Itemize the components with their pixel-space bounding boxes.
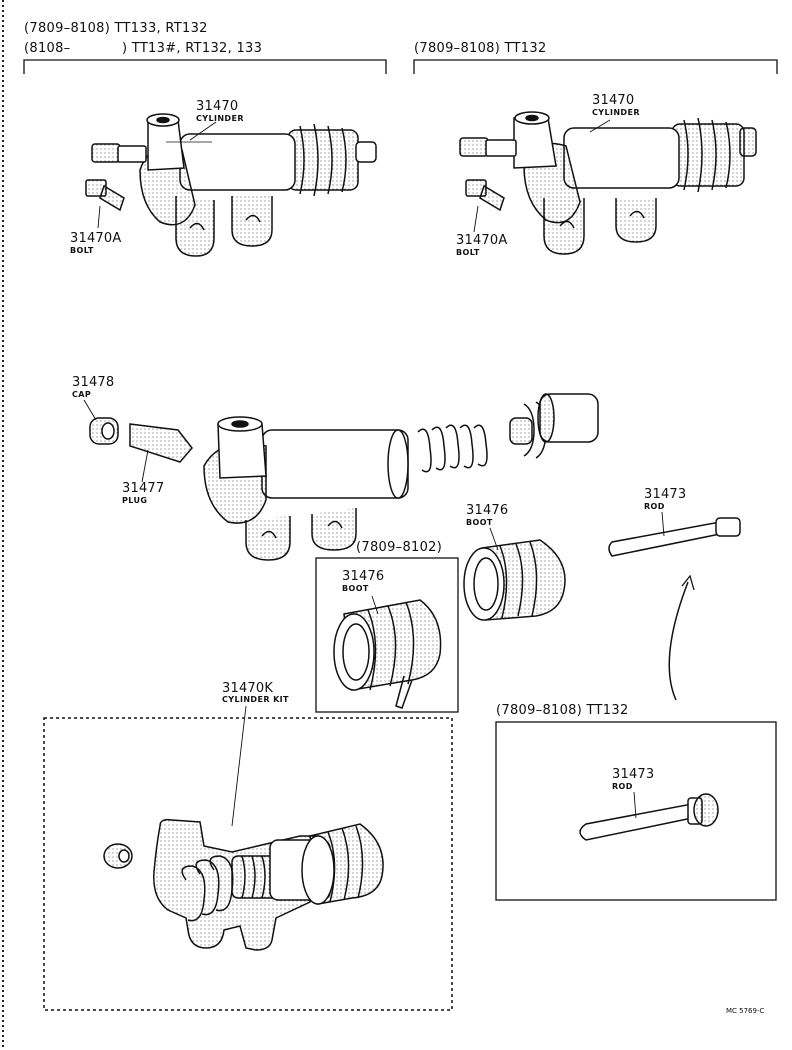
label-boot-main-name: BOOT — [466, 518, 493, 527]
label-bolt-left-name: BOLT — [70, 246, 94, 255]
boot-box-frame — [315, 557, 459, 713]
label-cap-name: CAP — [72, 390, 92, 399]
header-rod-box: (7809–8108) TT132 — [496, 703, 629, 718]
label-boot-main-number: 31476 — [466, 503, 509, 518]
cylinder-kit-frame — [43, 717, 453, 1011]
label-rod-box-number: 31473 — [612, 767, 655, 782]
label-rod-main-number: 31473 — [644, 487, 687, 502]
rod-box-drawing — [579, 793, 719, 841]
boot-box-drawing — [333, 599, 442, 709]
leader-boot-main — [489, 527, 499, 551]
cylinder-right-drawing — [459, 111, 757, 255]
label-cap-number: 31478 — [72, 375, 115, 390]
arrow-rod-head — [681, 574, 695, 591]
label-rod-box-name: ROD — [612, 782, 633, 791]
cylinder-left-drawing — [85, 113, 377, 257]
label-cylinder-left-name: CYLINDER — [196, 114, 244, 123]
leader-rod-main — [661, 511, 665, 537]
label-cylinder-right-number: 31470 — [592, 93, 635, 108]
label-plug-name: PLUG — [122, 496, 148, 505]
header-left-line1: (7809–8108) TT133, RT132 — [24, 21, 208, 36]
header-boot-box: (7809–8102) — [356, 540, 443, 555]
bracket-right — [413, 59, 778, 74]
rod-box-frame — [495, 721, 777, 901]
drawing-code: MC 5769-C — [726, 1007, 765, 1015]
leader-bolt-right — [473, 205, 479, 233]
leader-cylinder-kit — [231, 705, 247, 827]
leader-cylinder-left — [189, 121, 217, 141]
arrow-rod — [668, 581, 689, 701]
label-bolt-left-number: 31470A — [70, 231, 122, 246]
label-plug-number: 31477 — [122, 481, 165, 496]
rod-main-drawing — [608, 517, 741, 557]
bracket-left — [23, 59, 387, 74]
cylinder-kit-drawing — [103, 818, 384, 951]
label-cylinder-kit-number: 31470K — [222, 681, 274, 696]
boot-main-drawing — [463, 539, 566, 621]
label-boot-box-name: BOOT — [342, 584, 369, 593]
label-cylinder-left-number: 31470 — [196, 99, 239, 114]
exploded-cylinder-drawing — [89, 393, 599, 561]
leader-cap — [83, 399, 97, 421]
leader-cylinder-right — [589, 119, 611, 133]
leader-boot-box — [371, 595, 379, 615]
header-left-line2-range: (8108– — [24, 41, 71, 56]
leader-bolt-left — [97, 205, 101, 229]
label-cylinder-kit-name: CYLINDER KIT — [222, 695, 289, 704]
label-cylinder-right-name: CYLINDER — [592, 108, 640, 117]
leader-plug — [141, 449, 149, 483]
header-right: (7809–8108) TT132 — [414, 41, 547, 56]
leader-rod-box — [633, 791, 637, 819]
label-rod-main-name: ROD — [644, 502, 665, 511]
label-boot-box-number: 31476 — [342, 569, 385, 584]
label-bolt-right-number: 31470A — [456, 233, 508, 248]
header-left-line2-models: ) TT13#, RT132, 133 — [122, 41, 263, 56]
label-bolt-right-name: BOLT — [456, 248, 480, 257]
